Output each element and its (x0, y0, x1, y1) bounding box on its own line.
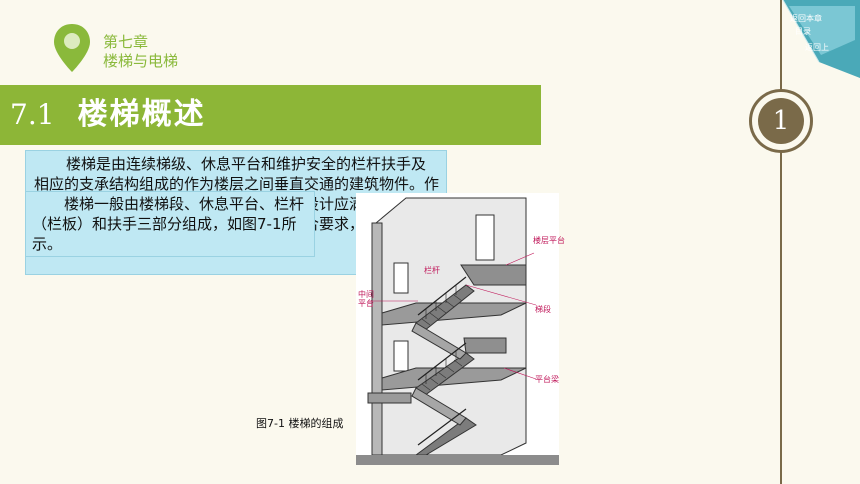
nav-toc[interactable]: 目录 (795, 27, 811, 36)
nav-return-chapter[interactable]: 返回本章 (790, 14, 822, 23)
section-title-bar: 7.1 楼梯概述 (0, 85, 541, 145)
nav-return-up[interactable]: 返回上 (805, 43, 829, 52)
chapter-name: 楼梯与电梯 (103, 52, 179, 70)
section-title: 楼梯概述 (77, 97, 206, 132)
label-floor-platform: 楼层平台 (533, 236, 565, 245)
label-railing: 栏杆 (424, 266, 440, 275)
location-pin-icon (54, 24, 90, 72)
composition-text-box: 楼梯一般由楼梯段、休息平台、栏杆（栏板）和扶手三部分组成，如图7-1所示。 (25, 191, 315, 257)
page-number-badge: 1 (749, 89, 813, 153)
label-flight: 梯段 (535, 305, 551, 314)
chapter-number: 第七章 (103, 33, 149, 51)
return-to-toc-button[interactable] (779, 0, 860, 78)
vertical-divider-line (780, 0, 782, 484)
staircase-figure (356, 193, 559, 465)
label-platform-beam: 平台梁 (535, 375, 559, 384)
figure-caption: 图7-1 楼梯的组成 (256, 417, 344, 430)
staircase-illustration (356, 197, 559, 465)
label-middle-platform: 中间平台 (358, 290, 374, 308)
page-number: 1 (758, 98, 804, 144)
section-number: 7.1 (10, 98, 55, 131)
composition-paragraph: 楼梯一般由楼梯段、休息平台、栏杆（栏板）和扶手三部分组成，如图7-1所示。 (32, 195, 305, 253)
